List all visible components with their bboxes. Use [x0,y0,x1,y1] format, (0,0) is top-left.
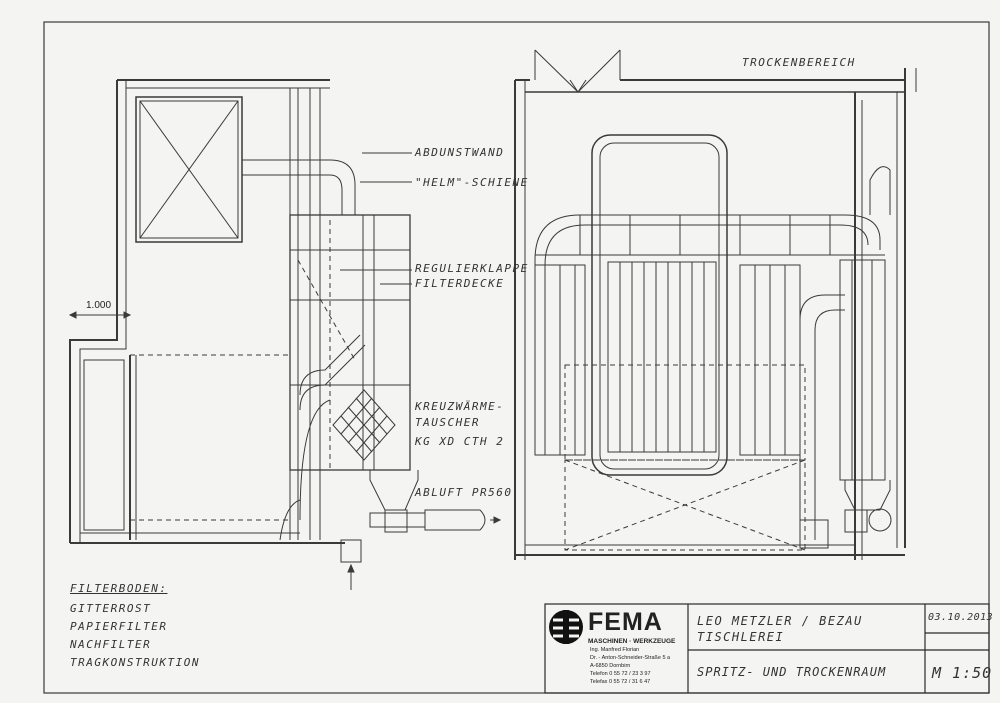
contact-line: Telefax 0 55 72 / 31 6 47 [590,679,651,685]
legend-item-papierfilter: PAPIERFILTER [70,620,168,633]
drawing-date: 03.10.2013 [928,612,994,623]
legend-title: FILTERBODEN: [70,582,168,595]
label-filterdecke: FILTERDECKE [415,277,505,290]
contact-line: Telefon 0 55 72 / 23 3 97 [590,671,651,677]
label-kreuzwaermetauscher-2: TAUSCHER [415,416,480,429]
legend-item-gitterrost: GITTERROST [70,602,152,615]
drawing-scale: M 1:50 [932,664,993,682]
contact-line: A-6850 Dornbirn [590,663,631,669]
label-kreuzwaermetauscher-1: KREUZWÄRME- [415,400,505,413]
contact-line: Dr. - Anton-Schneider-Straße 5 a [590,655,671,661]
client-business: TISCHLEREI [697,630,785,644]
client-name: LEO METZLER / BEZAU [697,614,863,628]
company-name: FEMA [588,608,663,636]
drawing-title: SPRITZ- UND TROCKENRAUM [697,665,887,679]
label-abdunstwand: ABDUNSTWAND [415,146,505,159]
legend-item-tragkonstruktion: TRAGKONSTRUKTION [70,656,200,669]
label-trockenbereich: TROCKENBEREICH [742,56,856,69]
contact-line: Ing. Manfred Florian [590,647,640,653]
label-helm-schiene: "HELM"-SCHIENE [415,176,529,189]
label-regulierklappe: REGULIERKLAPPE [415,262,529,275]
label-kreuzwaermetauscher-3: KG XD CTH 2 [415,435,505,448]
fema-logo-icon [549,610,583,644]
legend-item-nachfilter: NACHFILTER [70,638,152,651]
label-abluft: ABLUFT PR560 [415,486,513,499]
company-subtitle: MASCHINEN · WERKZEUGE [588,638,676,645]
dimension-label: 1.000 [86,300,112,311]
